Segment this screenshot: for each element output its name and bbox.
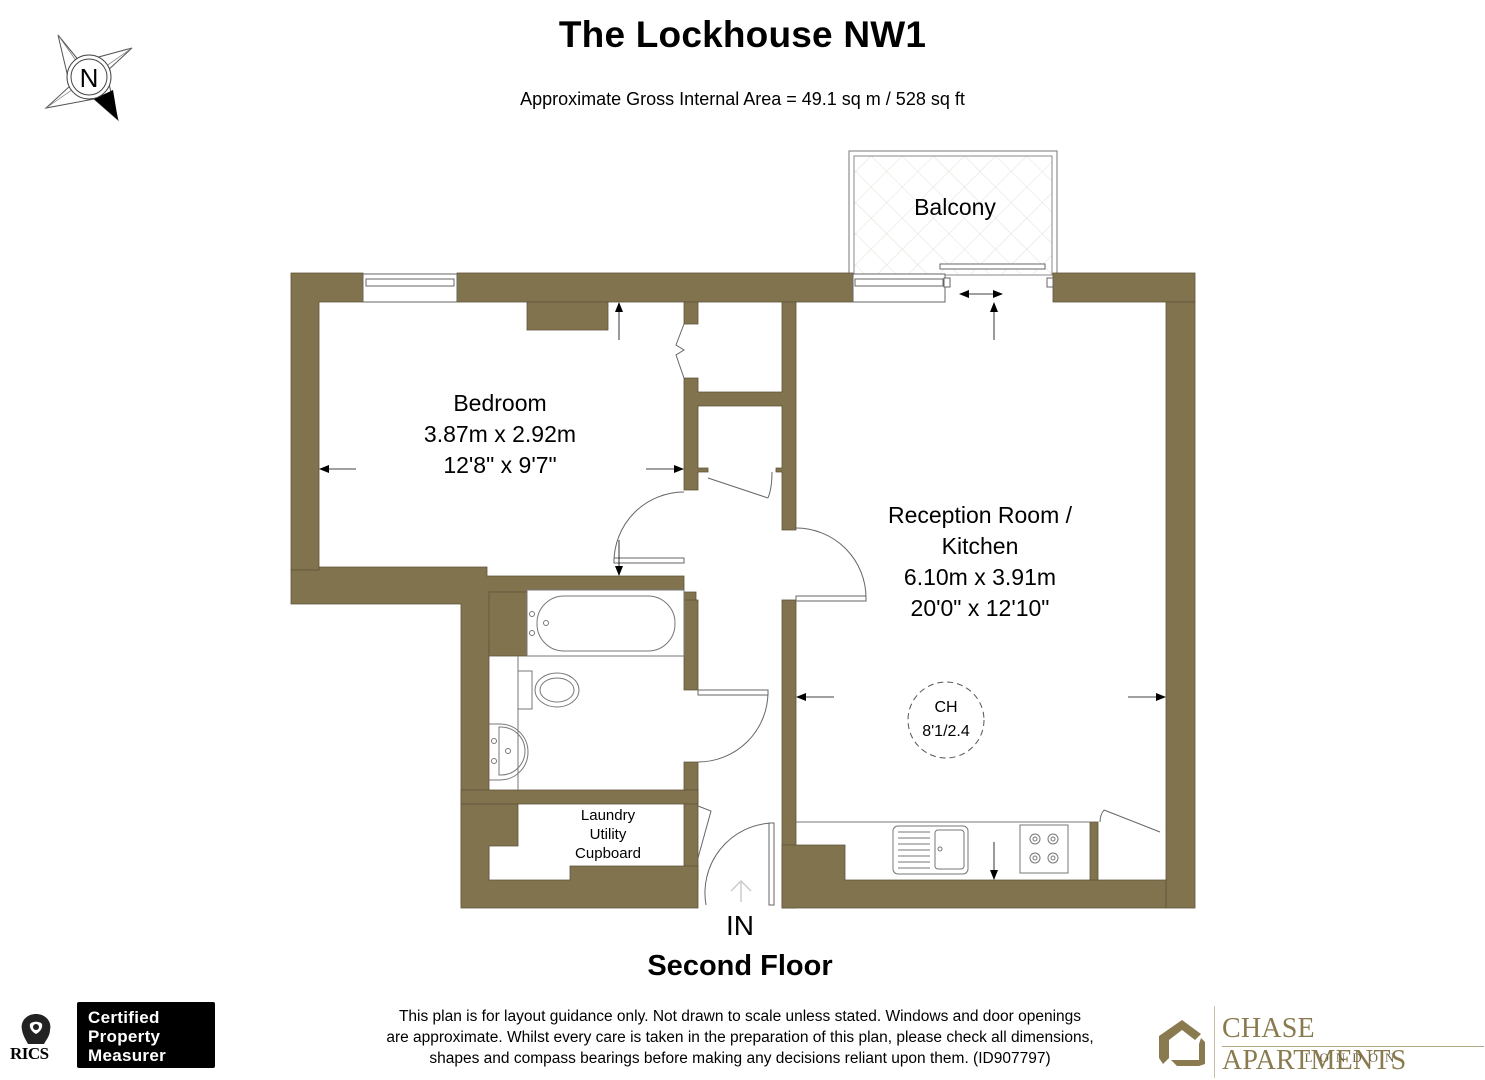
room-name-kitchen: Kitchen — [941, 533, 1019, 559]
room-dimensions-metric: 6.10m x 3.91m — [903, 564, 1057, 590]
room-dimensions-imperial: 12'8" x 9'7" — [443, 452, 557, 478]
room-laundry-label: Laundry Utility Cupboard — [548, 806, 668, 863]
chase-apartments-house-logo-icon — [1159, 1020, 1205, 1066]
badge-line-1: Certified — [88, 1008, 160, 1027]
disclaimer-line-1: This plan is for layout guidance only. N… — [398, 1008, 1082, 1025]
doors — [613, 277, 1161, 906]
room-name-laundry: Laundry — [580, 807, 636, 824]
ceiling-height-title: CH — [934, 699, 958, 716]
brand-name: CHASE APARTMENTS — [1222, 1013, 1407, 1076]
room-reception-label: Reception Room / Kitchen 6.10m x 3.91m 2… — [850, 500, 1110, 624]
rics-lion-icon — [21, 1014, 51, 1044]
sink-icon — [892, 825, 969, 875]
room-name-bedroom: Bedroom — [453, 390, 547, 416]
disclaimer-line-2: are approximate. Whilst every care is ta… — [386, 1029, 1094, 1046]
plan-title: The Lockhouse NW1 — [558, 14, 927, 55]
hob-icon — [1019, 824, 1069, 874]
rics-logo-text: RICS — [10, 1044, 49, 1063]
balcony — [848, 150, 1058, 276]
brand-rule — [1222, 1046, 1484, 1047]
room-dimensions-metric: 3.87m x 2.92m — [423, 421, 577, 447]
ceiling-height-label: CH 8'1/2.4 — [906, 696, 986, 744]
bathtub-icon — [536, 595, 676, 652]
compass-north-icon: N — [44, 34, 133, 122]
room-name-balcony: Balcony — [914, 194, 996, 220]
ceiling-height-value: 8'1/2.4 — [922, 723, 970, 740]
badge-line-2: Property — [88, 1027, 161, 1046]
toilet-icon — [517, 670, 580, 710]
disclaimer-line-3: shapes and compass bearings before makin… — [429, 1050, 1051, 1067]
windows — [362, 273, 946, 303]
gross-area-text: Approximate Gross Internal Area = 49.1 s… — [520, 89, 965, 109]
room-name-cupboard: Cupboard — [575, 845, 641, 862]
room-bedroom-label: Bedroom 3.87m x 2.92m 12'8" x 9'7" — [380, 388, 620, 481]
badge-line-3: Measurer — [88, 1046, 166, 1065]
bathroom-fixtures — [489, 589, 685, 790]
entrance-label: IN — [726, 910, 754, 941]
entrance-arrow-icon — [730, 879, 752, 902]
room-name-reception: Reception Room / — [887, 502, 1073, 528]
brand-city: LONDON — [1304, 1050, 1402, 1065]
disclaimer-text: This plan is for layout guidance only. N… — [330, 1006, 1150, 1069]
room-dimensions-imperial: 20'0" x 12'10" — [910, 595, 1050, 621]
certified-property-measurer-badge: Certified Property Measurer — [77, 1002, 215, 1068]
washbasin-icon — [489, 723, 529, 781]
compass-label: N — [80, 63, 99, 93]
dimension-arrows — [319, 290, 1166, 880]
kitchen-fixtures — [796, 821, 1090, 875]
ceiling-height-marker — [907, 681, 985, 759]
room-name-utility: Utility — [589, 826, 627, 843]
brand-divider — [1214, 1006, 1215, 1078]
floor-label: Second Floor — [647, 950, 833, 982]
